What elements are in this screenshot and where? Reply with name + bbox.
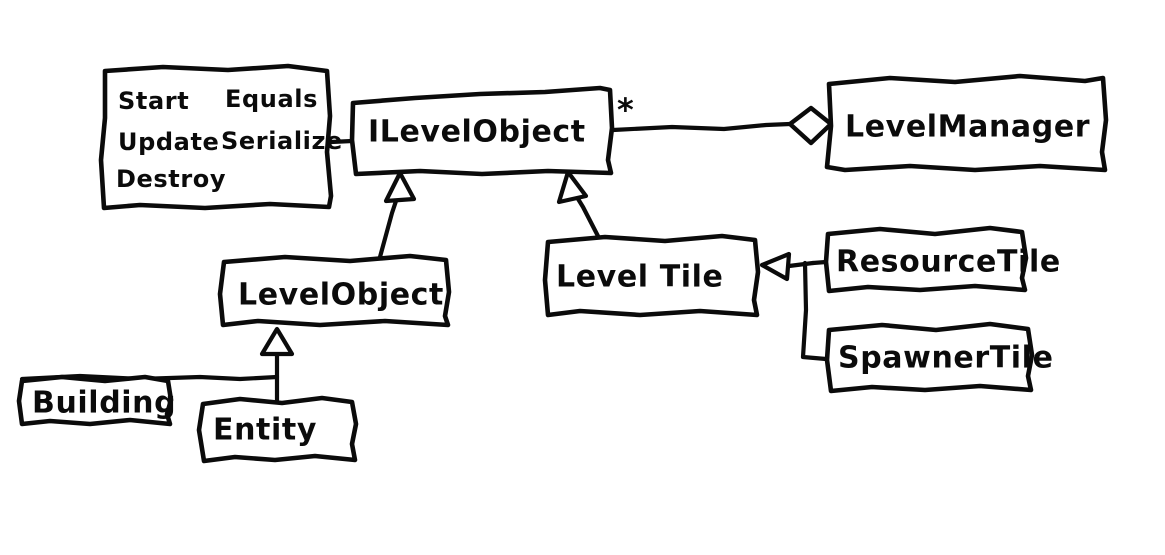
node-ilevelobject[interactable]: ILevelObject <box>349 85 615 177</box>
method-label-start: Start <box>118 87 189 115</box>
edge-tiles-arrow-stem <box>786 260 816 269</box>
levelobject-label: LevelObject <box>238 278 444 313</box>
building-label: Building <box>32 386 176 421</box>
method-label-serialize: Serialize <box>221 127 343 155</box>
generalization-arrowhead-leveltile-icon <box>556 169 589 205</box>
generalization-arrowhead-entity-icon <box>259 326 295 357</box>
method-label-update: Update <box>118 128 219 156</box>
node-methods-box[interactable]: Start Update Destroy Equals Serialize <box>98 63 343 211</box>
method-label-destroy: Destroy <box>116 165 226 193</box>
node-building[interactable]: Building <box>16 374 176 427</box>
levelmanager-box-outline <box>824 73 1109 173</box>
multiplicity-star: * <box>617 91 634 129</box>
leveltile-box-outline <box>542 233 761 318</box>
aggregation-diamond-icon <box>787 105 834 146</box>
node-levelmanager[interactable]: LevelManager <box>824 73 1109 173</box>
node-entity[interactable]: Entity <box>196 395 359 464</box>
methods-box-outline <box>98 63 334 211</box>
entity-label: Entity <box>213 413 317 448</box>
edge-generalization-leveltile-to-ilevelobject <box>572 191 603 243</box>
leveltile-label: Level Tile <box>556 260 723 295</box>
resourcetile-box-outline <box>823 225 1029 294</box>
levelmanager-label: LevelManager <box>845 110 1090 145</box>
spawnertile-box-outline <box>824 321 1035 394</box>
ilevelobject-label: ILevelObject <box>368 115 586 150</box>
edge-generalization-spawnertile-to-leveltile <box>800 260 829 362</box>
ilevelobject-box-outline <box>349 85 615 177</box>
node-leveltile[interactable]: Level Tile <box>542 233 761 318</box>
edge-aggregation-line <box>610 121 793 133</box>
node-spawnertile[interactable]: SpawnerTile <box>824 321 1054 394</box>
generalization-arrowhead-levelobject-icon <box>383 170 417 204</box>
generalization-arrowhead-tiles-icon <box>759 251 792 282</box>
method-label-equals: Equals <box>225 85 318 113</box>
edge-generalization-levelobject-to-ilevelobject <box>377 192 401 260</box>
building-box-outline <box>16 374 174 427</box>
entity-box-outline <box>196 395 359 464</box>
resourcetile-label: ResourceTile <box>836 245 1061 280</box>
node-levelobject[interactable]: LevelObject <box>217 253 452 328</box>
levelobject-box-outline <box>217 253 452 328</box>
spawnertile-label: SpawnerTile <box>838 341 1054 376</box>
node-resourcetile[interactable]: ResourceTile <box>823 225 1061 294</box>
edge-note-link-methods-to-ilevelobject <box>328 138 355 145</box>
